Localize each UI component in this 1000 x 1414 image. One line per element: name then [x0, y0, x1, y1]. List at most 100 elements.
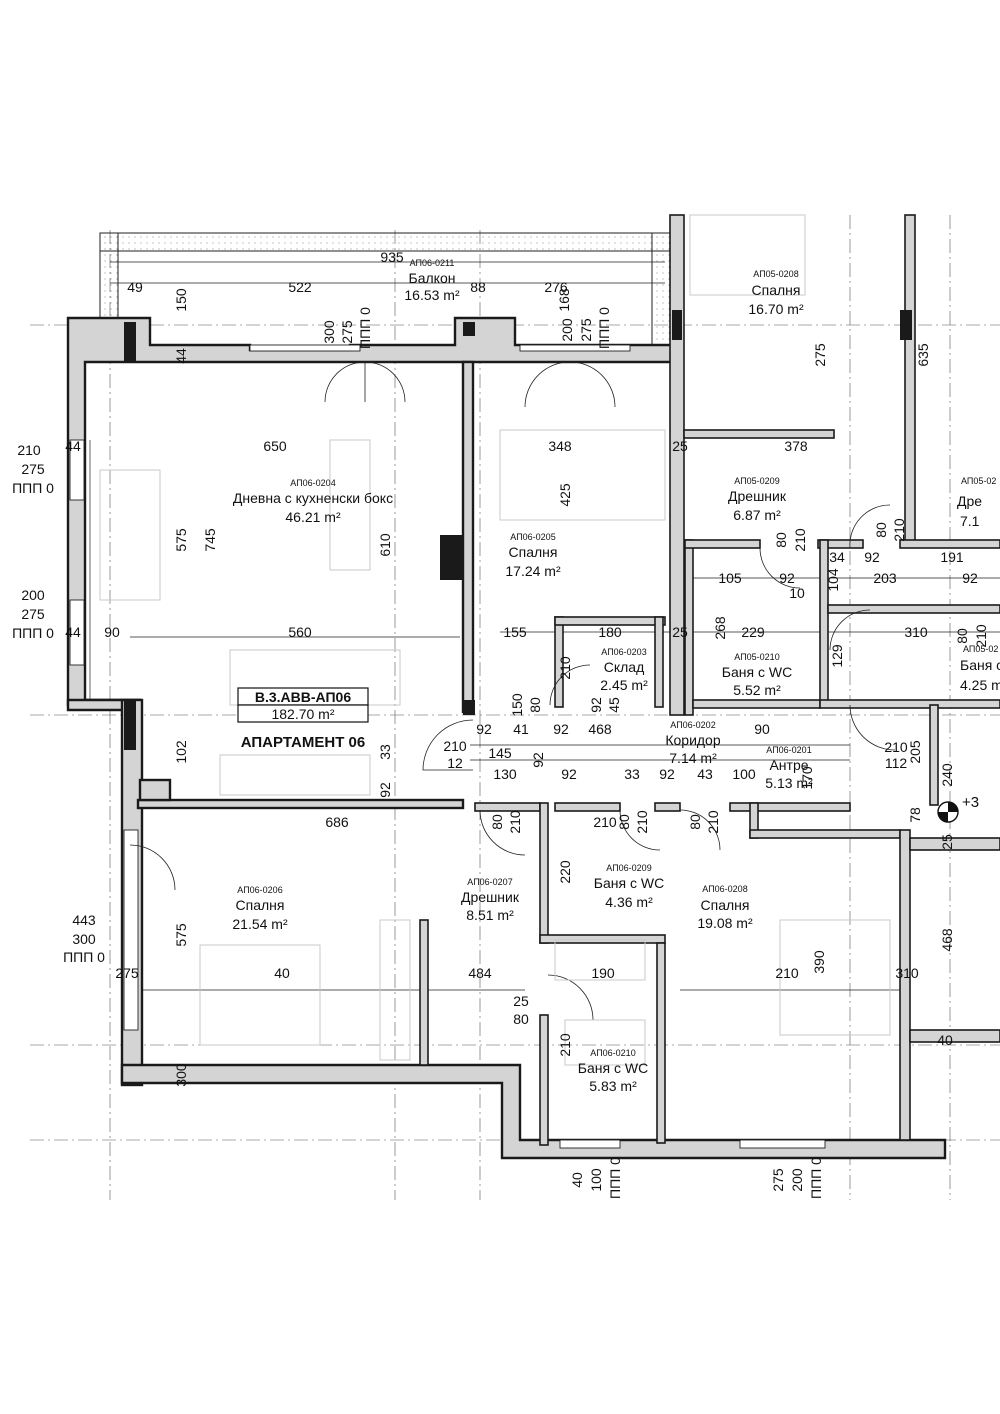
room-area: 6.87 m²: [733, 507, 781, 523]
room-name: Баня с: [960, 657, 1000, 673]
dim-200a: 200: [21, 587, 45, 603]
room-id: АП05-0210: [734, 652, 779, 662]
dim-92f: 130: [493, 766, 517, 782]
dim-150v: 210: [557, 656, 573, 680]
dim-43: 100: [732, 766, 756, 782]
room-id: АП06-0211: [410, 258, 455, 268]
dim-168: 168: [556, 288, 572, 312]
room-name: Спалня: [752, 282, 801, 298]
dim-468v: 390: [811, 950, 827, 974]
room-balcony: АП06-0211 Балкон 16.53 m²: [404, 258, 460, 303]
room-name: Спалня: [509, 544, 558, 560]
room-name: Баня с WC: [722, 664, 792, 680]
dim-300v2: 210: [557, 1033, 573, 1057]
room-id: АП06-0208: [702, 884, 747, 894]
room-wardrobe-0207: АП06-0207 Дрешник 8.51 m²: [461, 877, 520, 923]
room-area: 46.21 m²: [285, 509, 341, 525]
interior-walls: [419, 214, 1000, 1146]
dim-33v: 92: [377, 782, 393, 798]
dim-390: 210: [775, 965, 799, 981]
dim-sill-f: ППП 0: [607, 1157, 623, 1199]
dim-310v: 468: [939, 928, 955, 952]
room-id: АП06-0205: [510, 532, 555, 542]
dim-210v2: 210: [973, 624, 989, 648]
room-bedroom-0205: АП06-0205 Спалня 17.24 m²: [505, 532, 561, 579]
dim-275v4: 200: [789, 1168, 805, 1192]
room-bedroom-0206: АП06-0206 Спалня 21.54 m²: [232, 885, 288, 932]
dim-210d: 190: [591, 965, 615, 981]
dim-90: 90: [104, 624, 120, 640]
room-name: Коридор: [665, 732, 721, 748]
room-name: Балкон: [409, 270, 456, 286]
dim-310: 310: [904, 624, 928, 640]
dim-635a: 275: [812, 343, 828, 367]
dim-200v2: 275: [770, 1168, 786, 1192]
room-id: АП06-0201: [766, 745, 811, 755]
dim-190: 484: [468, 965, 492, 981]
room-id: АП06-0209: [606, 863, 651, 873]
vertical-dimension-labels: 150 168 300 275 ППП 0 200 275 ППП 0 44 4…: [173, 288, 989, 1199]
dim-150: 150: [173, 288, 189, 312]
dim-92c: 92: [962, 570, 978, 586]
dim-635b: 635: [915, 343, 931, 367]
dim-210b: 112: [885, 755, 908, 771]
room-ap05-wardrobe: АП05-0209 Дрешник 6.87 m²: [728, 476, 787, 523]
dim-210a: 12: [447, 755, 463, 771]
dim-92d: 41: [513, 721, 529, 737]
dim-205: 240: [939, 763, 955, 787]
apartment-area: 182.70 m²: [271, 706, 334, 722]
dim-44b: 44: [65, 624, 81, 640]
dim-41: 92: [553, 721, 569, 737]
dim-268: 268: [712, 616, 728, 640]
dim-92b: 92: [864, 549, 880, 565]
windows: [69, 344, 826, 1149]
room-area: 5.83 m²: [589, 1078, 637, 1094]
room-area: 2.45 m²: [600, 677, 648, 693]
room-id: АП06-0210: [590, 1048, 635, 1058]
room-ap05-wardrobe-2: АП05-02 Дре 7.1: [957, 476, 996, 529]
room-ap05-bedroom: АП05-0208 Спалня 16.70 m²: [748, 269, 804, 317]
dim-80v6: 80: [489, 814, 505, 830]
dim-300v: 300: [321, 320, 337, 344]
apartment-name: АПАРТАМЕНТ 06: [241, 734, 365, 751]
dim-25b: 25: [672, 624, 688, 640]
dim-40: 275: [115, 965, 139, 981]
dim-80v2: 80: [954, 628, 970, 644]
dim-25v: 25: [939, 834, 955, 850]
room-id: АП06-0202: [670, 720, 715, 730]
room-labels: АП06-0211 Балкон 16.53 m² АП06-0204 Днев…: [232, 258, 1000, 1094]
dim-155: 155: [503, 624, 527, 640]
room-id: АП05-0209: [734, 476, 779, 486]
dim-80v7: 80: [616, 814, 632, 830]
dim-25c: 310: [895, 965, 919, 981]
dim-92h: 43: [697, 766, 713, 782]
room-name: Дрешник: [461, 889, 520, 905]
room-area: 4.25 m: [960, 677, 1000, 693]
dim-276: 276: [544, 279, 568, 295]
dim-78: 78: [907, 807, 923, 823]
room-name: Склад: [604, 659, 645, 675]
dim-90b: 210: [443, 738, 467, 754]
room-name: Баня с WC: [594, 875, 664, 891]
dim-105: 105: [718, 570, 742, 586]
dim-80v4: 150: [509, 693, 525, 717]
room-id: АП06-0207: [467, 877, 512, 887]
dim-80a: 25: [513, 993, 529, 1009]
room-entrance: АП06-0201 Антре 5.13 m²: [765, 745, 813, 791]
room-id: АП06-0204: [290, 478, 335, 488]
dim-40v: 300: [173, 1063, 189, 1087]
room-storage: АП06-0203 Склад 2.45 m²: [600, 647, 648, 693]
dim-40c: 40: [937, 1032, 953, 1048]
apartment-label: В.3.АВВ-АП06 182.70 m² АПАРТАМЕНТ 06: [237, 687, 369, 751]
dim-210v7: 210: [634, 810, 650, 834]
dim-130: 92: [561, 766, 577, 782]
dim-229: 229: [741, 624, 765, 640]
room-name: Баня с WC: [578, 1060, 648, 1076]
dim-210v8: 210: [705, 810, 721, 834]
dim-210v3: 210: [891, 518, 907, 542]
dim-191: 191: [940, 549, 964, 565]
doors: [129, 361, 896, 1021]
dim-443: 575: [173, 923, 189, 947]
dim-170: 102: [173, 740, 189, 764]
